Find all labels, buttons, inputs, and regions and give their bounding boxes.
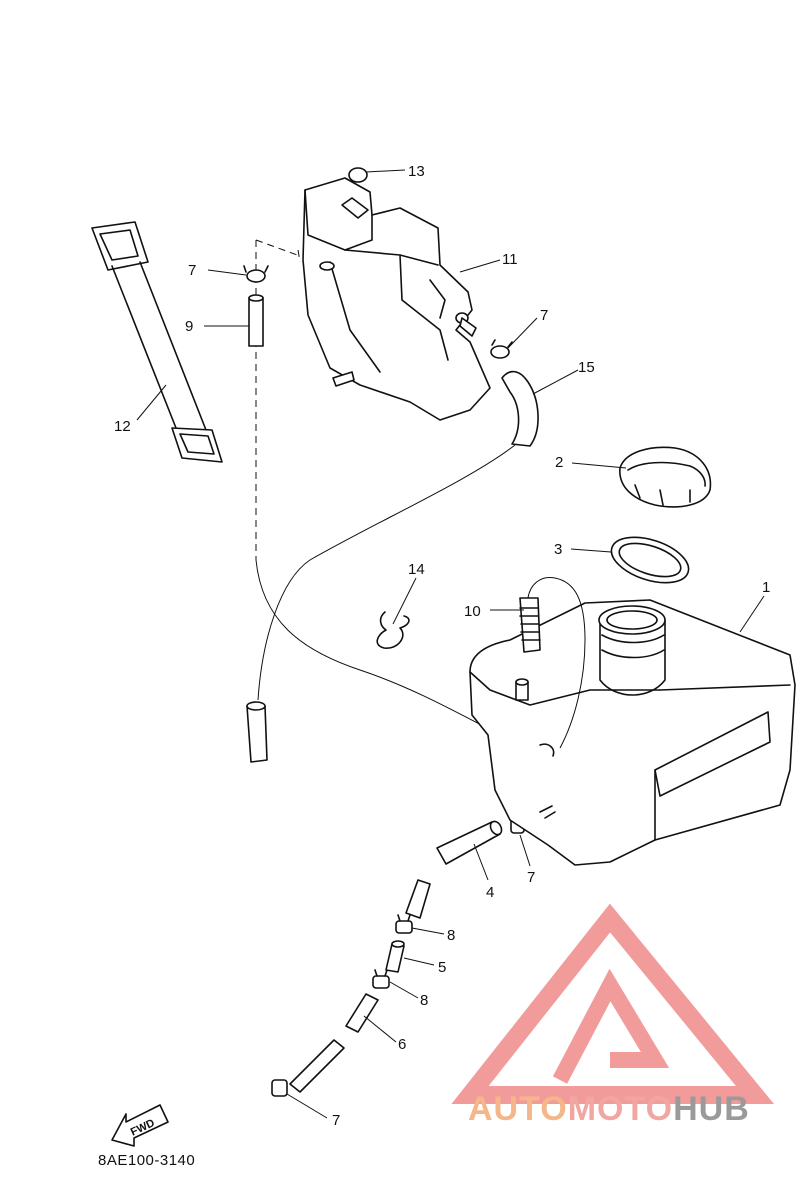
label-part-12: 12 <box>114 418 131 435</box>
label-part-14: 14 <box>408 561 425 578</box>
part-11-reservoir-tank <box>302 177 491 421</box>
drawing-code: 8AE100-3140 <box>98 1152 196 1169</box>
part-4-fuel-hose <box>436 820 503 865</box>
part-1-main-tank <box>469 599 796 866</box>
fwd-arrow-icon: FWD <box>111 1104 169 1147</box>
part-13-cap <box>348 167 368 183</box>
watermark-hub: HUB <box>673 1090 750 1128</box>
loose-hose-segment <box>246 701 268 763</box>
leader-lines <box>136 169 765 1119</box>
part-labels: 13 11 7 9 7 15 12 2 3 14 10 1 4 7 8 5 8 … <box>114 163 770 1129</box>
label-part-11: 11 <box>502 251 518 268</box>
part-10-vent-hose <box>519 576 586 749</box>
watermark-logo-icon <box>451 903 775 1104</box>
part-6-fuel-hose <box>289 993 379 1093</box>
label-part-7c: 7 <box>527 869 535 886</box>
label-part-15: 15 <box>578 359 595 376</box>
part-15-breather-hose <box>501 370 539 447</box>
label-part-3: 3 <box>554 541 562 558</box>
label-part-6: 6 <box>398 1036 406 1053</box>
label-part-5: 5 <box>438 959 446 976</box>
label-part-8a: 8 <box>447 927 455 944</box>
watermark-moto: MOTO <box>567 1090 674 1128</box>
label-part-7d: 7 <box>332 1112 340 1129</box>
part-8-clamp-upper <box>395 914 413 934</box>
part-9-hose <box>248 294 264 347</box>
part-2-filler-cap <box>619 446 712 508</box>
label-part-7b: 7 <box>540 307 548 324</box>
label-part-10: 10 <box>464 603 481 620</box>
part-4-fuel-hose-lower <box>405 879 431 919</box>
watermark-auto: AUTO <box>468 1090 568 1128</box>
label-part-9: 9 <box>185 318 193 335</box>
label-part-2: 2 <box>555 454 563 471</box>
part-7-clamp-upper-left <box>243 265 269 283</box>
part-5-fuel-filter <box>385 940 405 973</box>
label-part-1: 1 <box>762 579 770 596</box>
watermark-text: AUTOMOTOHUB <box>468 1090 750 1129</box>
label-part-4: 4 <box>486 884 494 901</box>
part-14-clip <box>376 611 410 649</box>
part-3-gasket <box>610 536 690 584</box>
part-8-clamp-lower <box>372 969 390 989</box>
label-part-8b: 8 <box>420 992 428 1009</box>
label-part-7a: 7 <box>188 262 196 279</box>
part-12-strap <box>91 221 223 463</box>
part-7-clamp-bottom <box>271 1079 288 1097</box>
label-part-13: 13 <box>408 163 425 180</box>
part-7-clamp-upper-right <box>490 339 513 359</box>
